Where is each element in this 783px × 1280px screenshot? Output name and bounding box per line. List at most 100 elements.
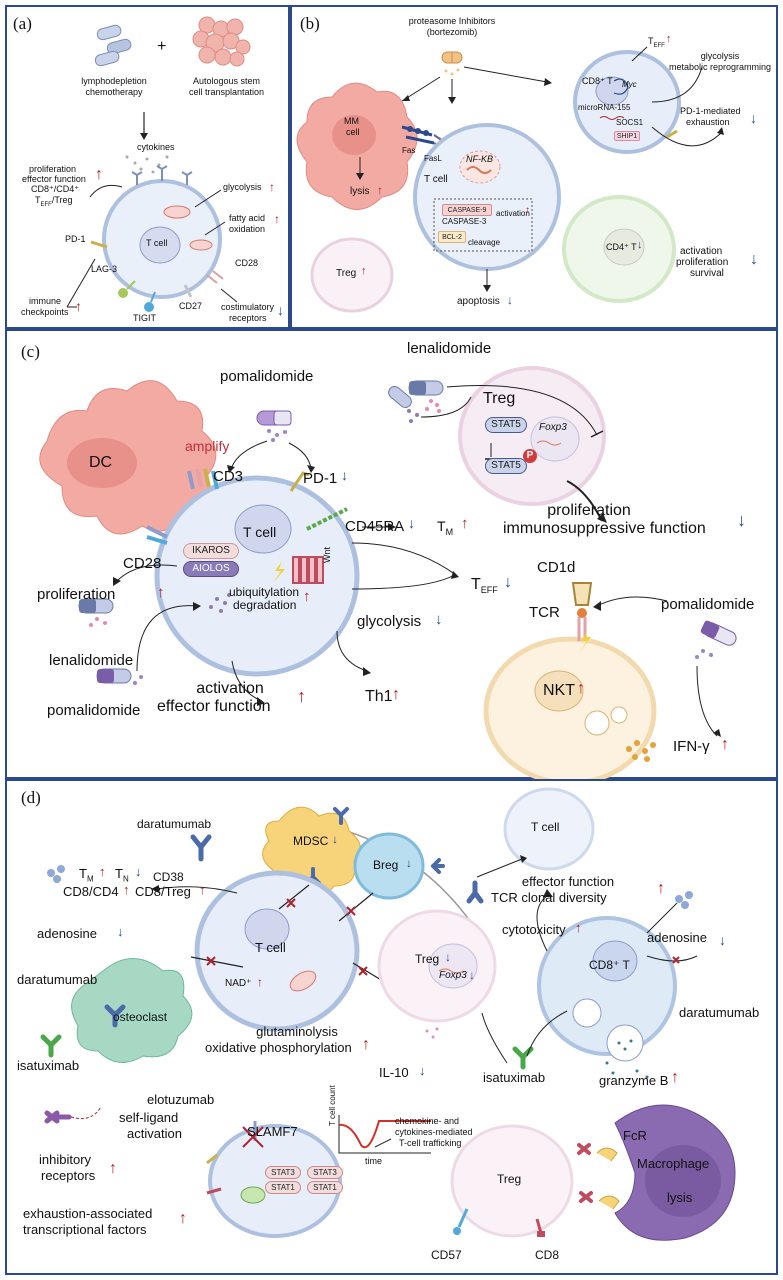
effector-function-label: effector function xyxy=(22,174,86,184)
th1-label: Th1 xyxy=(365,688,393,705)
stem-cell-cluster-icon xyxy=(192,16,251,67)
degradation-label: degradation xyxy=(233,598,297,612)
up-arrow-effector-d: ↑ xyxy=(657,880,665,897)
teff-label-c: TEFF xyxy=(471,576,498,596)
down-arrow-mdsc: ↓ xyxy=(332,832,338,846)
immunosuppressive-label: immunosuppressive function xyxy=(503,520,706,537)
apoptosis-label: apoptosis xyxy=(457,296,500,307)
proliferation-label-c: proliferation xyxy=(37,586,116,603)
lymphodepletion-label: lymphodepletion xyxy=(81,76,147,86)
foxp3-label-d: Foxp3 xyxy=(439,970,467,981)
slamf7-label: SLAMF7 xyxy=(247,1124,298,1139)
exhaustion-label: exhaustion xyxy=(686,117,730,127)
activation-label-d: activation xyxy=(127,1126,182,1141)
cd8-cd4-label: CD8⁺/CD4⁺ xyxy=(31,184,80,194)
ubiquitylation-label: ubiquitylation xyxy=(229,585,300,599)
cd3-label: CD3 xyxy=(213,468,244,485)
il10-label: IL-10 xyxy=(379,1065,409,1080)
granzyme-label: granzyme B xyxy=(599,1073,669,1088)
caspase3-label: CASPASE-3 xyxy=(442,217,487,226)
elotuzumab-label: elotuzumab xyxy=(147,1092,215,1107)
panel-d: (d) daratumumab MDSC ↓ Breg ↓ T cell TM … xyxy=(5,779,778,1275)
up-arrow-ubiq: ↑ xyxy=(303,588,311,605)
up-arrow-lysis: ↑ xyxy=(377,183,383,197)
lag3-label: LAG-3 xyxy=(91,264,118,274)
lysis-label: lysis xyxy=(350,186,370,197)
cd57-label: CD57 xyxy=(431,1248,462,1262)
daratumumab-label-1: daratumumab xyxy=(137,817,212,831)
bcl2-pill: BCL-2 xyxy=(438,231,466,243)
down-arrow-foxp3-d: ↓ xyxy=(469,968,475,982)
pd1-label-c: PD-1 xyxy=(303,470,338,487)
stat1-pill-a: STAT1 xyxy=(265,1181,301,1194)
tigit-label: TIGIT xyxy=(133,313,156,323)
exhaustion-associated-label: exhaustion-associated xyxy=(23,1206,153,1221)
cd28-label: CD28 xyxy=(235,258,259,268)
cd45ra-label: CD45RA xyxy=(345,518,405,535)
down-arrow-exhaustion: ↓ xyxy=(750,110,757,126)
up-arrow-glycolysis: ↑ xyxy=(269,180,275,194)
breg-label: Breg xyxy=(373,858,399,872)
treg-label-d: Treg xyxy=(415,952,440,966)
up-arrow-transcriptional: ↑ xyxy=(179,1210,187,1227)
up-arrow-fao: ↑ xyxy=(274,212,280,226)
chart-axes xyxy=(338,1115,431,1154)
up-arrow-nad: ↑ xyxy=(257,975,263,989)
cd8t-label-d: CD8⁺ T xyxy=(589,958,630,972)
up-arrow-granzyme: ↑ xyxy=(671,1069,679,1086)
down-arrow-teff-c: ↓ xyxy=(504,574,512,591)
treg-label-b: Treg xyxy=(336,268,357,279)
osteoclast-label: osteoclast xyxy=(113,1010,168,1024)
glycolysis-label-c: glycolysis xyxy=(357,613,422,630)
adenosine-label-left: adenosine xyxy=(37,926,97,941)
chart-x-label: time xyxy=(365,1156,383,1166)
down-arrow-apoptosis: ↓ xyxy=(507,293,513,307)
up-arrow-tm-d: ↑ xyxy=(99,864,106,879)
cell-transplantation-label: cell transplantation xyxy=(188,87,265,97)
up-arrow-activation-c: ↑ xyxy=(297,686,306,706)
panel-b: (b) proteasome Inhibitors (bortezomib) M… xyxy=(290,5,778,329)
t-cell-label-d: T cell xyxy=(255,940,286,955)
up-arrow-activation-b: ↑ xyxy=(525,205,530,216)
wnt-label: Wnt xyxy=(322,546,332,563)
fcr-label: FcR xyxy=(623,1128,647,1143)
tn-label-d: TN xyxy=(115,866,129,884)
ifn-gamma-label: IFN-γ xyxy=(673,738,710,755)
t-cell-label-b: T cell xyxy=(424,174,448,185)
cleavage-label: cleavage xyxy=(468,238,501,247)
isatuximab-label-1: isatuximab xyxy=(17,1058,80,1073)
panel-b-label: (b) xyxy=(300,14,320,33)
up-arrow-cd8cd4: ↑ xyxy=(123,882,130,897)
up-arrow-inhibitory: ↑ xyxy=(109,1160,117,1177)
cd8-treg-label-d: CD8/Treg xyxy=(135,884,191,899)
panel-a-label: (a) xyxy=(13,14,32,33)
pomalidomide-label-left: pomalidomide xyxy=(47,702,141,719)
up-arrow-prolif: ↑ xyxy=(95,166,103,183)
proliferation-label-c2: proliferation xyxy=(547,502,631,519)
receptors-label-d: receptors xyxy=(41,1168,96,1183)
nfkb-label: NF-KB xyxy=(466,154,493,164)
tm-label-c: TM xyxy=(437,518,454,537)
down-arrow-cd45ra: ↓ xyxy=(408,515,415,531)
down-arrow-glycolysis-c: ↓ xyxy=(435,611,443,628)
mdsc-label: MDSC xyxy=(293,834,329,848)
tcr-label-c: TCR xyxy=(529,604,560,621)
stat5-pill-top: STAT5 xyxy=(485,417,527,433)
trafficking-label: T-cell trafficking xyxy=(399,1138,462,1148)
up-arrow-ifn: ↑ xyxy=(721,736,729,753)
checkpoints-label: checkpoints xyxy=(21,307,69,317)
panel-c-label: (c) xyxy=(21,342,40,361)
t-cell-label: T cell xyxy=(146,238,168,248)
down-arrow-breg: ↓ xyxy=(406,856,412,870)
activation-label-b: activation xyxy=(496,209,530,218)
down-arrow-costim: ↓ xyxy=(277,302,284,318)
daratumumab-label-3: daratumumab xyxy=(679,1005,760,1020)
t-cell-label-c: T cell xyxy=(243,524,277,540)
panel-c: (c) pomalidomide amplify DC CD3 PD-1 ↓ C… xyxy=(5,329,778,781)
glutaminolysis-label: glutaminolysis xyxy=(256,1024,338,1039)
t-cell-count-chart xyxy=(338,1115,431,1154)
up-arrow-prolif-c: ↑ xyxy=(157,584,165,601)
pd1-label: PD-1 xyxy=(65,234,86,244)
chemokine-label: chemokine- and xyxy=(395,1116,460,1126)
down-arrow-treg-d: ↓ xyxy=(445,950,451,964)
